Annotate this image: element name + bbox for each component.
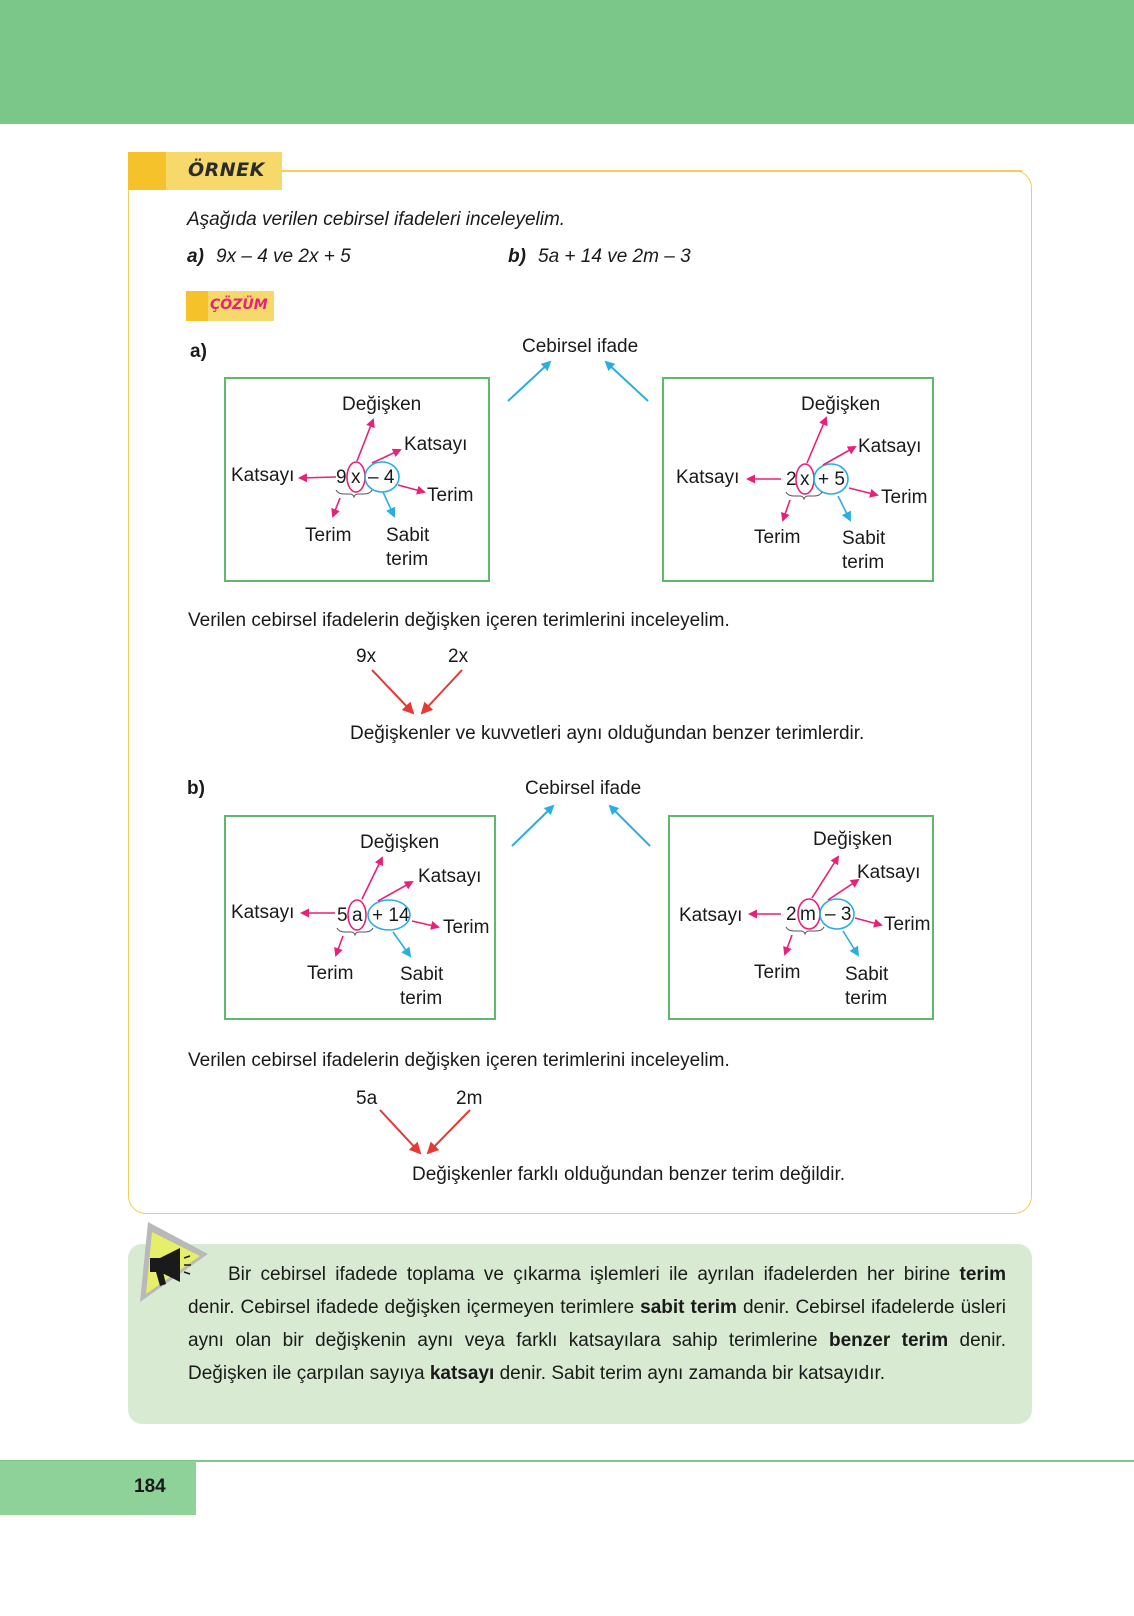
expr-coef: 5: [337, 905, 348, 926]
diagram-box-2m: [668, 815, 934, 1020]
expr-var: m: [800, 904, 816, 925]
label-katsayi: Katsayı: [679, 905, 743, 926]
label-katsayi: Katsayı: [676, 467, 740, 488]
label-terim: Terim: [881, 487, 928, 508]
footer-line: [0, 1460, 1134, 1462]
label-terim: Terim: [307, 963, 354, 984]
label-terim: Terim: [884, 914, 931, 935]
diagram-box-5a: [224, 815, 496, 1020]
example-a-expr: 9x – 4 ve 2x + 5: [216, 246, 351, 267]
page-number: 184: [134, 1476, 166, 1497]
constant-circle: [364, 461, 400, 493]
label-terim: terim: [842, 552, 885, 573]
term-5a: 5a: [356, 1088, 378, 1109]
inceleyelim-b: Verilen cebirsel ifadelerin değişken içe…: [188, 1050, 730, 1071]
expr-coef: 2: [786, 469, 797, 490]
inceleyelim-a: Verilen cebirsel ifadelerin değişken içe…: [188, 610, 730, 631]
label-terim: terim: [845, 988, 888, 1009]
label-sabit: Sabit: [386, 525, 430, 546]
variable-circle: [347, 899, 367, 931]
frame-top-line: [282, 170, 1022, 172]
red-arrow: [379, 1109, 422, 1155]
label-terim: Terim: [754, 527, 801, 548]
label-terim: Terim: [427, 485, 474, 506]
label-sabit: Sabit: [845, 964, 889, 985]
expr-coef: 9: [336, 467, 347, 488]
variable-circle: [795, 463, 815, 495]
label-terim: terim: [400, 988, 443, 1009]
cozum-tab: ÇÖZÜM: [186, 291, 274, 321]
label-katsayi: Katsayı: [404, 434, 468, 455]
ornek-label: ÖRNEK: [188, 159, 265, 181]
label-terim: Terim: [305, 525, 352, 546]
expr-rest: – 3: [825, 904, 852, 925]
expr-coef: 2: [786, 904, 797, 925]
top-green-band: [0, 0, 1134, 124]
cozum-label: ÇÖZÜM: [210, 297, 268, 313]
term-brace: [785, 926, 825, 936]
expr-var: x: [351, 467, 361, 488]
conclusion-b: Değişkenler farklı olduğundan benzer ter…: [412, 1164, 846, 1185]
cebirsel-ifade-b: Cebirsel ifade: [525, 778, 642, 799]
part-b-label: b): [187, 778, 205, 799]
diagram-box-2x: [662, 377, 934, 582]
label-katsayi: Katsayı: [418, 866, 482, 887]
constant-circle: [819, 898, 855, 930]
label-degisken: Değişken: [360, 832, 440, 853]
label-terim: terim: [386, 549, 429, 570]
label-sabit: Sabit: [842, 528, 886, 549]
label-degisken: Değişken: [342, 394, 422, 415]
label-katsayi: Katsayı: [858, 436, 922, 457]
label-katsayi: Katsayı: [231, 902, 295, 923]
label-degisken: Değişken: [801, 394, 881, 415]
term-brace: [335, 489, 373, 499]
example-a-label: a): [187, 246, 204, 267]
expr-var: a: [352, 905, 363, 926]
label-katsayi: Katsayı: [231, 465, 295, 486]
term-brace: [785, 491, 823, 501]
red-arrow: [426, 1109, 471, 1155]
term-2m: 2m: [456, 1088, 483, 1109]
label-sabit: Sabit: [400, 964, 444, 985]
cebirsel-arrow-right: [608, 804, 651, 847]
label-terim: Terim: [754, 962, 801, 983]
variable-circle: [797, 898, 821, 930]
conclusion-a: Değişkenler ve kuvvetleri aynı olduğunda…: [350, 723, 865, 744]
example-intro: Aşağıda verilen cebirsel ifadeleri incel…: [187, 209, 566, 230]
term-9x: 9x: [356, 646, 377, 667]
expr-var: x: [800, 469, 810, 490]
cebirsel-arrow-left: [511, 804, 555, 847]
expr-rest: + 5: [818, 469, 845, 490]
cebirsel-arrow-right: [604, 360, 649, 402]
label-katsayi: Katsayı: [857, 862, 921, 883]
page-number-box: 184: [0, 1461, 196, 1515]
constant-circle: [813, 463, 849, 495]
diagram-box-9x: [224, 377, 490, 582]
variable-circle: [346, 461, 366, 493]
label-degisken: Değişken: [813, 829, 893, 850]
term-brace: [336, 927, 374, 937]
expr-rest: + 14: [372, 905, 410, 926]
info-note: Bir cebirsel ifadede toplama ve çıkarma …: [128, 1244, 1032, 1424]
example-b-expr: 5a + 14 ve 2m – 3: [538, 246, 691, 267]
expr-rest: – 4: [368, 467, 395, 488]
cebirsel-arrow-left: [507, 360, 552, 402]
constant-circle: [367, 899, 411, 931]
label-terim: Terim: [443, 917, 490, 938]
cebirsel-ifade-a: Cebirsel ifade: [522, 336, 639, 357]
red-arrow: [371, 669, 415, 715]
ornek-tab: ÖRNEK: [128, 152, 282, 190]
part-a-label: a): [190, 341, 207, 362]
example-b-label: b): [508, 246, 526, 267]
note-text: Bir cebirsel ifadede toplama ve çıkarma …: [188, 1264, 1006, 1384]
term-2x: 2x: [448, 646, 469, 667]
red-arrow: [420, 669, 463, 715]
